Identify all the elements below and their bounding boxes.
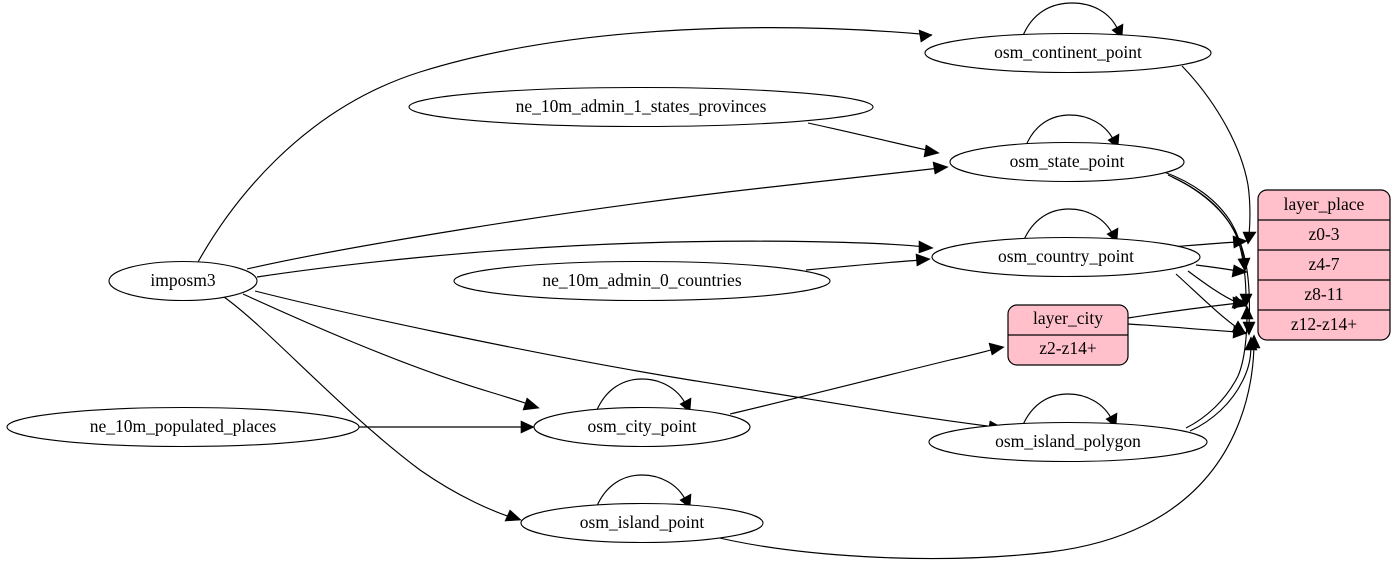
edge-osm_continent_point-to-layer_place-z0-3 — [1181, 65, 1257, 245]
record-node-layer_city[interactable]: layer_city z2-z14+ — [1007, 304, 1129, 366]
layer_place-row-z8-11[interactable]: z8-11 — [1304, 284, 1343, 304]
osm_city_point-ellipse[interactable] — [533, 406, 751, 448]
edge-osm_country_point-to-layer_place-z4-7 — [1195, 264, 1248, 278]
edge-ne_10m_populated_places-to-osm_city_point — [359, 420, 535, 434]
edge-imposm3-to-osm_city_point — [242, 293, 540, 411]
node-osm_country_point[interactable]: osm_country_point — [931, 236, 1201, 278]
imposm3-ellipse[interactable] — [108, 260, 258, 302]
edge-osm_island_polygon-to-layer_place-z12-z14 — [1189, 336, 1258, 432]
edge-osm_state_point-to-layer_place-z12-z14 — [1171, 176, 1256, 336]
ne_10m_populated_places-label: ne_10m_populated_places — [90, 416, 277, 436]
node-ne_10m_admin_1_states_provinces[interactable]: ne_10m_admin_1_states_provinces — [408, 86, 874, 128]
osm_country_point-label: osm_country_point — [998, 246, 1134, 266]
edge-imposm3-to-osm_continent_point — [197, 27, 933, 263]
self-loop-osm_continent_point — [1021, 2, 1124, 39]
edge-imposm3-to-osm_island_point — [223, 296, 522, 522]
ne_10m_populated_places-ellipse[interactable] — [6, 406, 360, 448]
node-osm_state_point[interactable]: osm_state_point — [949, 141, 1185, 183]
node-ne_10m_populated_places[interactable]: ne_10m_populated_places — [6, 406, 360, 448]
edge-ne_10m_admin_1_states_provinces-to-osm_state_point — [807, 122, 940, 158]
osm_city_point-label: osm_city_point — [588, 416, 697, 436]
osm_island_point-label: osm_island_point — [580, 512, 705, 532]
osm_continent_point-ellipse[interactable] — [924, 32, 1212, 74]
node-ne_10m_admin_0_countries[interactable]: ne_10m_admin_0_countries — [453, 260, 831, 302]
edge-layer_city-to-layer_place-z8-11 — [1127, 296, 1248, 319]
osm_island_polygon-label: osm_island_polygon — [995, 431, 1141, 451]
node-osm_continent_point[interactable]: osm_continent_point — [924, 32, 1212, 74]
edge-imposm3-to-osm_country_point — [256, 240, 934, 278]
layer_city-row-z2-z14[interactable]: z2-z14+ — [1039, 338, 1097, 358]
edge-layer_city-to-layer_place-z12-z14 — [1127, 323, 1248, 339]
edge-layer — [197, 2, 1261, 560]
layer_place-row-z0-3[interactable]: z0-3 — [1308, 224, 1339, 244]
layer_city-row-title: layer_city — [1033, 308, 1103, 328]
node-osm_island_polygon[interactable]: osm_island_polygon — [928, 421, 1208, 463]
imposm3-label: imposm3 — [150, 270, 215, 290]
osm_island_polygon-ellipse[interactable] — [928, 421, 1208, 463]
record-node-layer_place[interactable]: layer_place z0-3 z4-7 z8-11 z12-z14+ — [1257, 189, 1391, 341]
layer_place-row-title: layer_place — [1284, 194, 1365, 214]
osm_state_point-label: osm_state_point — [1010, 151, 1125, 171]
osm_island_point-ellipse[interactable] — [520, 502, 764, 544]
ne_10m_admin_1_states_provinces-label: ne_10m_admin_1_states_provinces — [516, 96, 767, 116]
node-osm_island_point[interactable]: osm_island_point — [520, 502, 764, 544]
edge-osm_city_point-to-layer_city-z2-z14 — [729, 342, 1005, 415]
node-imposm3[interactable]: imposm3 — [108, 260, 258, 302]
layer_place-row-z12-z14[interactable]: z12-z14+ — [1291, 314, 1357, 334]
osm_state_point-ellipse[interactable] — [949, 141, 1185, 183]
node-osm_city_point[interactable]: osm_city_point — [533, 406, 751, 448]
node-layer: imposm3 ne_10m_populated_places ne_10m_a… — [6, 32, 1391, 544]
osm_continent_point-label: osm_continent_point — [994, 42, 1142, 62]
ne_10m_admin_1_states_provinces-ellipse[interactable] — [408, 86, 874, 128]
edge-ne_10m_admin_0_countries-to-osm_country_point — [805, 253, 931, 271]
self-loop-osm_city_point — [595, 378, 692, 413]
ne_10m_admin_0_countries-ellipse[interactable] — [453, 260, 831, 302]
layer_place-row-z4-7[interactable]: z4-7 — [1308, 254, 1339, 274]
edge-osm_island_point-to-layer_place-z12-z14 — [706, 334, 1261, 560]
layer_place-box[interactable] — [1257, 189, 1391, 341]
ne_10m_admin_0_countries-label: ne_10m_admin_0_countries — [542, 270, 741, 290]
edge-osm_island_polygon-to-layer_place-z8-11 — [1185, 305, 1254, 429]
edge-imposm3-to-osm_state_point — [246, 161, 949, 270]
edge-osm_country_point-to-layer_place-z0-3 — [1170, 235, 1248, 249]
osm_country_point-ellipse[interactable] — [931, 236, 1201, 278]
